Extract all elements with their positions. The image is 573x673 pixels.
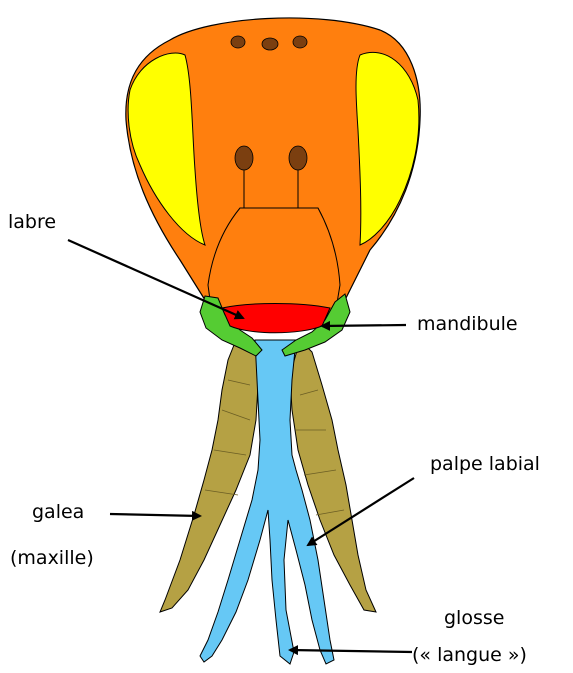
antenna-socket-left — [235, 146, 253, 170]
label-palpe-labial: palpe labial — [430, 455, 540, 474]
ocellus-right — [293, 36, 307, 48]
label-maxille: (maxille) — [10, 549, 94, 568]
compound-eye-right — [356, 52, 419, 245]
glosse-pointer — [290, 650, 412, 652]
ocellus-middle — [262, 38, 278, 50]
mandibule-pointer — [322, 325, 406, 326]
label-mandibule: mandibule — [417, 315, 518, 334]
label-galea: galea — [32, 503, 84, 522]
label-glosse: glosse — [444, 609, 504, 628]
antenna-socket-right — [289, 146, 307, 170]
labrum — [222, 304, 330, 333]
label-labre: labre — [8, 213, 56, 232]
ocellus-left — [231, 36, 245, 48]
galea-pointer — [110, 514, 200, 516]
label-langue: (« langue ») — [412, 646, 527, 665]
